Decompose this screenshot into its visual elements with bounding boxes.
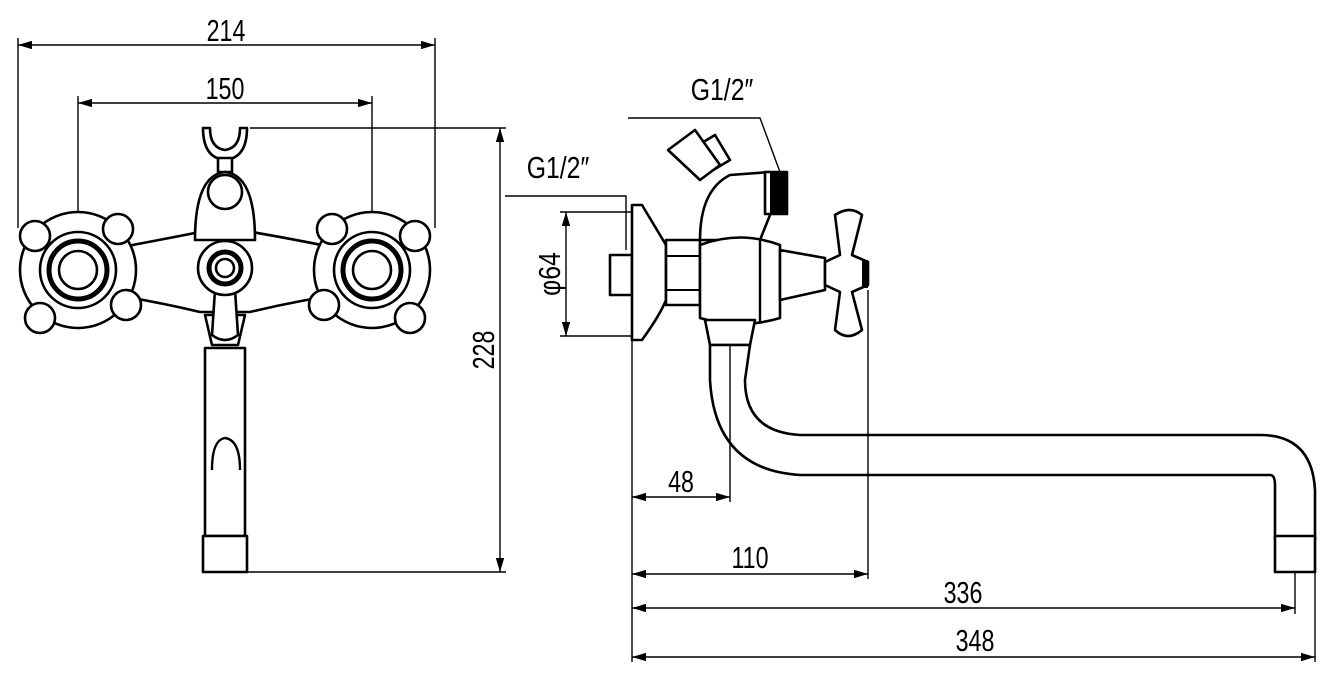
shower-holder [193, 126, 257, 242]
right-handle [307, 210, 432, 335]
valve-stem [778, 248, 827, 302]
dimension-label: 150 [206, 71, 245, 106]
dimension-label: 336 [944, 575, 983, 610]
dimension-wall-to-handle: 110 [632, 540, 868, 579]
callout-label: G1/2″ [691, 72, 754, 106]
wall-flange [630, 203, 668, 342]
dimension-center-distance: 150 [77, 71, 373, 275]
callout-inlet-thread: G1/2″ [505, 150, 627, 250]
dimension-width-overall: 214 [17, 13, 436, 228]
callout-label: G1/2″ [527, 150, 590, 184]
dimension-label: 228 [466, 331, 501, 370]
dimension-wall-to-body: 48 [632, 464, 730, 502]
left-handle [18, 210, 143, 335]
dimension-label: φ64 [532, 252, 566, 296]
spout-side [703, 318, 1317, 574]
dimension-spout-reach-total: 348 [632, 623, 1315, 662]
dimension-label: 110 [731, 540, 768, 575]
dimension-spout-reach-axis: 336 [632, 575, 1295, 613]
shower-outlet [666, 128, 789, 242]
callout-shower-thread: G1/2″ [628, 72, 781, 173]
side-view: G1/2″ G1/2″ φ64 [505, 72, 1317, 662]
spout-front [201, 346, 249, 574]
dimension-label: 48 [668, 464, 694, 499]
dimension-label: 348 [956, 623, 995, 658]
dimension-height-overall: 228 [248, 127, 506, 573]
inlet-nut [608, 253, 634, 297]
dimension-flange-diameter: φ64 [532, 211, 632, 337]
hex-nut [664, 238, 702, 307]
diverter [196, 239, 254, 347]
side-body [698, 236, 782, 326]
dimension-label: 214 [207, 13, 246, 48]
front-view: 214 150 228 [17, 13, 506, 574]
side-handle [823, 208, 870, 338]
